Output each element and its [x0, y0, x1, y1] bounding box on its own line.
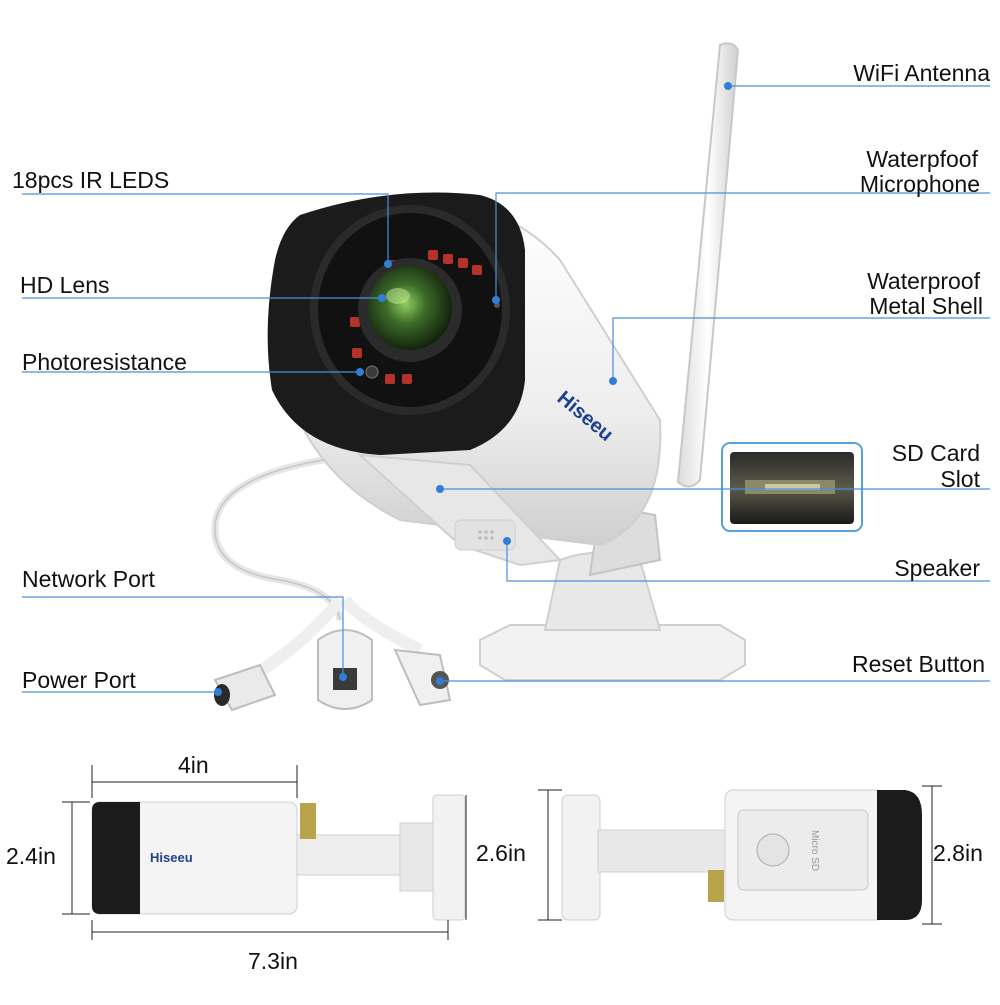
label-power-port: Power Port: [22, 667, 136, 693]
dimension-lines-left: [62, 765, 467, 940]
wall-mount: [479, 503, 746, 681]
photoresistor-icon: [365, 365, 379, 379]
label-wifi-antenna: WiFi Antenna: [853, 60, 990, 86]
dim-total-length: 7.3in: [248, 948, 298, 974]
reset-button-icon: [393, 648, 452, 707]
label-microphone-line1: Waterpfoof: [866, 146, 978, 172]
label-shell-line2: Metal Shell: [869, 293, 983, 319]
network-port-icon: [317, 629, 373, 710]
callout-dots: [214, 82, 732, 696]
hd-lens-icon: [358, 258, 462, 362]
wifi-antenna-icon: [676, 42, 740, 488]
sd-card-inset: [721, 442, 863, 532]
svg-text:Micro SD: Micro SD: [809, 830, 820, 871]
rear-view-camera: Micro SD: [561, 789, 922, 921]
speaker-icon: [478, 530, 494, 540]
dim-mount-height: 2.6in: [476, 840, 526, 866]
label-microphone-line2: Microphone: [859, 171, 980, 197]
dim-height-left: 2.4in: [6, 843, 56, 869]
side-view-camera: Hiseeu: [91, 794, 466, 921]
label-sd-line1: SD Card: [891, 440, 980, 466]
label-ir-leds: 18pcs IR LEDS: [12, 167, 170, 193]
label-network-port: Network Port: [22, 566, 155, 592]
svg-text:Hiseeu: Hiseeu: [150, 850, 193, 865]
label-reset-button: Reset Button: [852, 651, 985, 677]
dim-length-top: 4in: [178, 752, 209, 778]
dimension-lines-right: [538, 785, 942, 925]
label-sd-line2: Slot: [940, 466, 980, 492]
label-speaker: Speaker: [894, 555, 980, 581]
label-photoresistance: Photoresistance: [22, 349, 187, 375]
power-port-icon: [213, 663, 277, 712]
label-hd-lens: HD Lens: [20, 272, 110, 298]
callout-lines: [22, 85, 990, 693]
label-shell-line1: Waterproof: [867, 268, 980, 294]
dim-rear-height: 2.8in: [933, 840, 983, 866]
